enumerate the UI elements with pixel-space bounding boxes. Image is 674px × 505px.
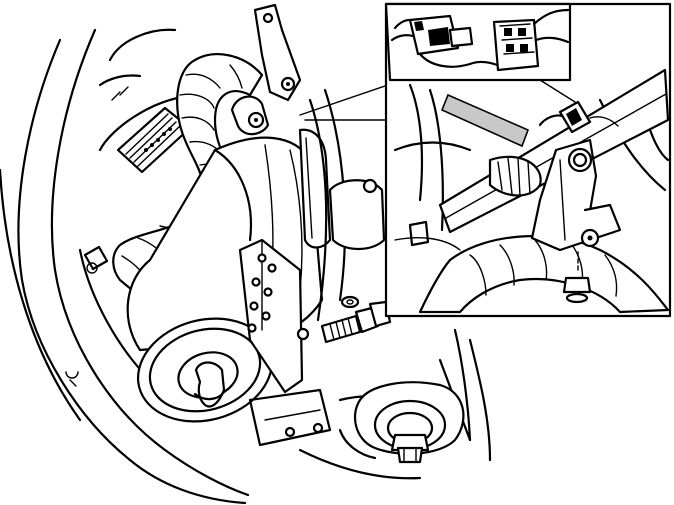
inset-bracket <box>530 138 622 252</box>
inset-bolt <box>562 276 592 294</box>
engine-block <box>248 88 492 480</box>
fender-panel <box>0 28 250 505</box>
inset-plate <box>438 68 670 234</box>
callout-leaders <box>299 84 389 121</box>
washer <box>340 295 360 309</box>
mounting-bracket <box>238 238 304 394</box>
hose-clamp-upper <box>230 95 270 136</box>
mounting-bolt <box>320 300 392 344</box>
bolt-hole-marker <box>296 327 310 341</box>
inset-rod <box>440 93 530 148</box>
upper-bracket <box>253 3 302 102</box>
inset-small-nut <box>408 220 430 247</box>
detail-inset <box>384 2 672 318</box>
connector-sub-inset <box>384 2 572 82</box>
electrical-connector <box>408 8 570 72</box>
engine-mount <box>338 381 465 464</box>
